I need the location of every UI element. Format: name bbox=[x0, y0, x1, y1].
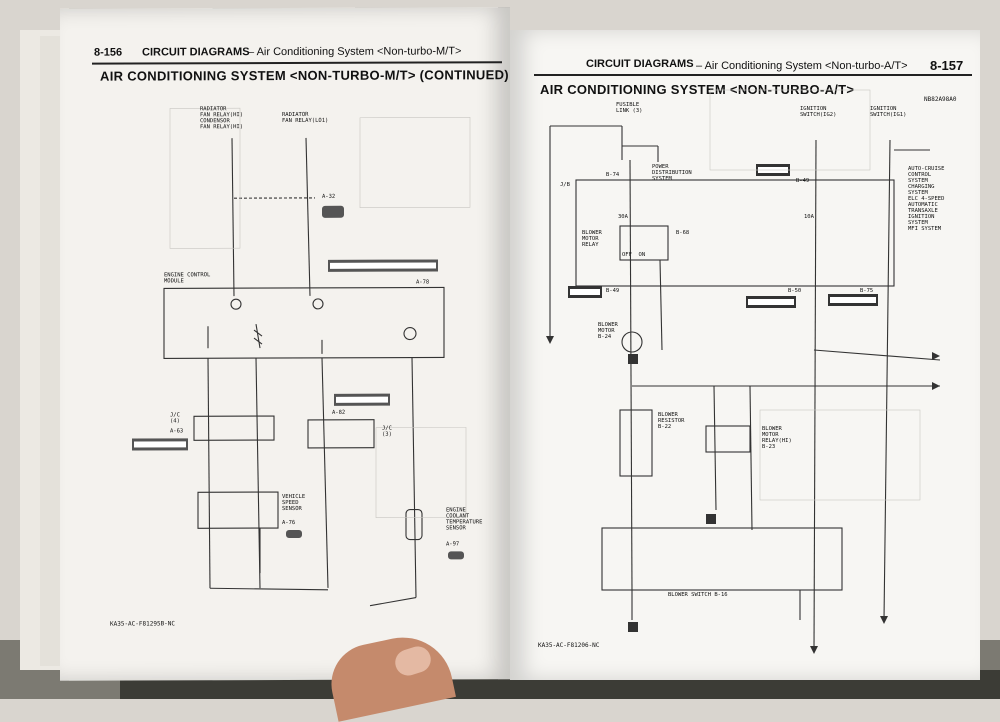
right-circuit-diagram bbox=[510, 30, 980, 680]
label-a63: A-63 bbox=[170, 428, 183, 434]
label-a76: A-76 bbox=[282, 520, 295, 526]
label-b50: B-50 bbox=[788, 288, 801, 294]
label-a97: A-97 bbox=[446, 541, 459, 547]
label-b74: B-74 bbox=[606, 172, 619, 178]
label-blower-relay-hi: BLOWER MOTOR RELAY(HI) B-23 bbox=[762, 426, 792, 450]
label-coolant-temp-sensor: ENGINE COOLANT TEMPERATURE SENSOR bbox=[446, 507, 482, 531]
label-a32: A-32 bbox=[322, 194, 335, 200]
right-page: CIRCUIT DIAGRAMS – Air Conditioning Syst… bbox=[510, 30, 980, 680]
label-blower-motor: BLOWER MOTOR B-24 bbox=[598, 322, 618, 340]
label-b49-top: B-49 bbox=[796, 178, 809, 184]
label-blower-motor-relay: BLOWER MOTOR RELAY bbox=[582, 230, 602, 248]
label-a82: A-82 bbox=[332, 410, 345, 416]
label-fusible-link: FUSIBLE LINK (3) bbox=[616, 102, 643, 114]
label-jb: J/B bbox=[560, 182, 570, 188]
label-blower-switch: BLOWER SWITCH B-16 bbox=[668, 592, 728, 598]
label-blower-resistor: BLOWER RESISTOR B-22 bbox=[658, 412, 685, 430]
label-b68: B-68 bbox=[676, 230, 689, 236]
left-footer-code: KA35-AC-F81295B-NC bbox=[110, 620, 175, 627]
label-fuse-30a: 30A bbox=[618, 214, 628, 220]
label-power-distribution: POWER DISTRIBUTION SYSTEM bbox=[652, 164, 692, 182]
right-footer-code: KA35-AC-F81206-NC bbox=[538, 642, 599, 649]
label-fan-relay-lo: RADIATOR FAN RELAY(LO1) bbox=[282, 112, 328, 124]
label-b49-bottom: B-49 bbox=[606, 288, 619, 294]
left-page: 8-156 CIRCUIT DIAGRAMS – Air Conditionin… bbox=[60, 7, 510, 681]
label-b75: B-75 bbox=[860, 288, 873, 294]
label-auto-cruise-systems: AUTO-CRUISE CONTROL SYSTEM CHARGING SYST… bbox=[908, 166, 944, 232]
label-off-on: OFF ON bbox=[622, 252, 645, 258]
label-jc4: J/C (4) bbox=[170, 412, 180, 424]
label-engine-control-module: ENGINE CONTROL MODULE bbox=[164, 272, 210, 284]
left-circuit-diagram bbox=[60, 7, 510, 681]
label-ignition-ig2: IGNITION SWITCH(IG2) bbox=[800, 106, 836, 118]
label-a78: A-78 bbox=[416, 279, 429, 285]
label-vehicle-speed-sensor: VEHICLE SPEED SENSOR bbox=[282, 494, 305, 512]
label-jc3: J/C (3) bbox=[382, 426, 392, 438]
label-fuse-10a: 10A bbox=[804, 214, 814, 220]
label-ignition-ig1: IGNITION SWITCH(IG1) bbox=[870, 106, 906, 118]
label-fan-relay-hi: RADIATOR FAN RELAY(HI) CONDENSOR FAN REL… bbox=[200, 106, 243, 130]
